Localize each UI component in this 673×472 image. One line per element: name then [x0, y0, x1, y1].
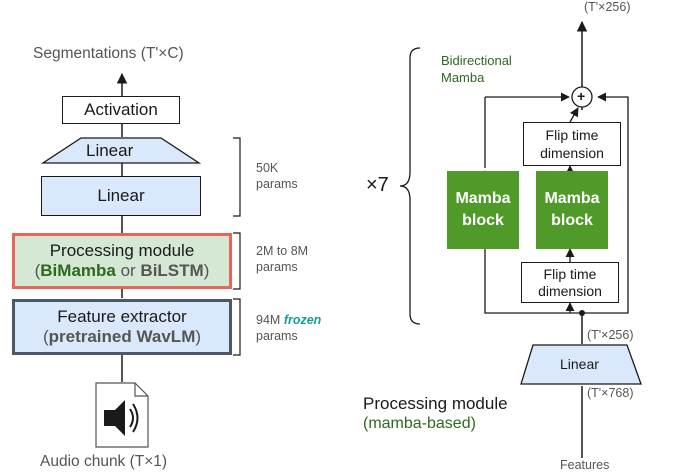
flip-bottom-box: Flip time dimension [521, 262, 619, 303]
wavlm-label: pretrained WavLM [48, 327, 196, 346]
linear-params-unit: params [256, 177, 298, 191]
processing-module-box: Processing module (BiMamba or BiLSTM) [12, 233, 232, 289]
linear-right-trapezoid [520, 344, 642, 385]
arrow-flip-to-plus [569, 107, 579, 123]
bidir-label-line2: Mamba [441, 70, 485, 85]
mamba-right-line2: block [551, 212, 593, 229]
mamba-left-line2: block [462, 212, 504, 229]
feature-params-unit: params [256, 329, 298, 343]
processing-params: 2M to 8M params [256, 243, 308, 275]
or-label: or [115, 261, 141, 280]
bidir-label: Bidirectional Mamba [441, 52, 512, 86]
feature-subtitle: (pretrained WavLM) [43, 327, 201, 347]
bracket-feature-params [233, 298, 241, 356]
feature-params: 94M frozen params [256, 312, 321, 344]
feature-title: Feature extractor [57, 307, 187, 326]
mamba-block-left: Mamba block [447, 171, 519, 249]
bilstm-label: BiLSTM [140, 261, 204, 280]
bidir-label-line1: Bidirectional [441, 53, 512, 68]
linear-bottom-label: Linear [97, 186, 145, 205]
flip-top-line2: dimension [540, 145, 604, 161]
features-label: Features [560, 458, 610, 472]
mamba-right-line1: Mamba [544, 190, 600, 207]
activation-label: Activation [84, 100, 158, 119]
paren-open: ( [34, 261, 41, 280]
plus-symbol: + [577, 88, 586, 104]
linear-right-label: Linear [560, 356, 599, 372]
plus-circle [571, 86, 593, 108]
bracket-linear-params [233, 137, 241, 217]
linear-box: Linear [41, 176, 201, 216]
paren-close: ) [203, 261, 210, 280]
linear-in-label: (T'×768) [587, 386, 634, 400]
module-title: Processing module [363, 394, 508, 413]
activation-box: Activation [62, 96, 180, 124]
bimamba-label: BiMamba [40, 261, 116, 280]
bracket-processing-params [233, 232, 241, 290]
linear-trapezoid [41, 137, 201, 164]
mid-label: (T'×256) [587, 328, 634, 342]
linear-params: 50K params [256, 160, 298, 192]
output-label: Segmentations (T'×C) [33, 45, 184, 62]
paren-open: ( [42, 327, 49, 346]
frozen-label: frozen [283, 313, 322, 327]
feature-extractor-box: Feature extractor (pretrained WavLM) [12, 299, 232, 355]
feature-params-count: 94M [256, 313, 281, 327]
audio-file-icon [95, 382, 149, 448]
mamba-left-line1: Mamba [455, 190, 511, 207]
flip-top-box: Flip time dimension [523, 122, 621, 166]
processing-subtitle: (BiMamba or BiLSTM) [35, 261, 210, 281]
repeat-label: ×7 [366, 174, 389, 196]
processing-params-unit: params [256, 260, 298, 274]
processing-title: Processing module [49, 241, 195, 260]
mamba-block-right: Mamba block [536, 171, 608, 249]
top-output-label: (T'×256) [584, 0, 631, 14]
linear-top-label: Linear [86, 141, 134, 160]
arrow-residual-to-plus [582, 92, 629, 314]
paren-close: ) [195, 327, 202, 346]
repeat-brace [399, 47, 421, 325]
processing-params-count: 2M to 8M [256, 244, 309, 258]
linear-params-count: 50K [256, 161, 279, 175]
flip-bottom-line2: dimension [538, 282, 602, 299]
line-split-left [484, 262, 582, 314]
flip-bottom-line1: Flip time [543, 265, 597, 282]
module-subtitle: (mamba-based) [363, 415, 476, 432]
input-label: Audio chunk (T×1) [40, 453, 168, 470]
flip-top-line1: Flip time [545, 127, 599, 143]
